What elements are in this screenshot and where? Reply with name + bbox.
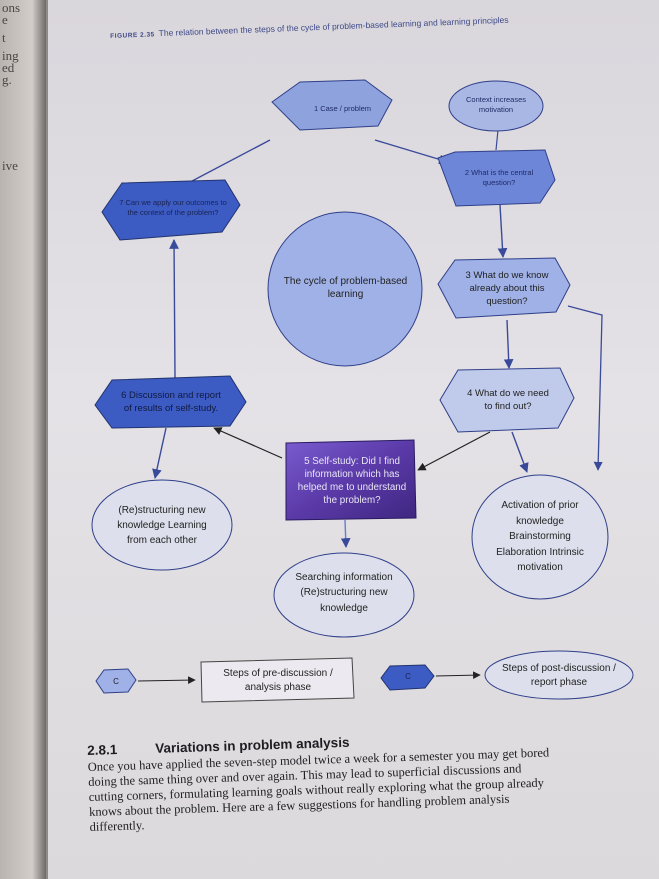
arrow-2-to-3 xyxy=(497,204,508,258)
arrow-3-to-activation xyxy=(567,305,603,471)
adjacent-page-text: g. xyxy=(2,72,12,87)
restructuring-ellipse xyxy=(91,479,233,571)
legend-pre-icon-label: C xyxy=(113,676,119,686)
activation-ellipse xyxy=(471,474,609,600)
step-7-label: 7 Can we apply our outcomes to the conte… xyxy=(119,198,227,217)
book-page xyxy=(48,0,659,879)
step-2-label: 2 What is the central question? xyxy=(464,168,534,187)
legend-post-label: Steps of post-discussion / report phase xyxy=(502,663,616,688)
legend-pre-box xyxy=(200,657,355,703)
context-label: Context increases motivation xyxy=(465,95,527,114)
searching-ellipse xyxy=(273,552,415,638)
step-2-hexagon xyxy=(437,149,556,207)
arrow-5-to-6 xyxy=(213,427,283,459)
arrow-6-to-7 xyxy=(169,239,179,379)
arrow-1-to-2 xyxy=(374,139,449,165)
line-2-to-context xyxy=(495,129,499,151)
cycle-center-label: The cycle of problem-based learning xyxy=(283,276,408,300)
legend-post-icon-label: C xyxy=(405,671,411,681)
step-3-label: 3 What do we know already about this que… xyxy=(465,269,549,307)
restructuring-label: (Re)structuring new knowledge Learning f… xyxy=(117,504,207,546)
step-6-label: 6 Discussion and report of results of se… xyxy=(121,390,221,414)
context-ellipse xyxy=(448,80,544,132)
adjacent-page-text: ed xyxy=(2,60,15,75)
arrow-4-to-5 xyxy=(417,431,491,471)
section-number: 2.8.1 xyxy=(87,742,118,758)
legend xyxy=(95,650,634,703)
step-5-label: 5 Self-study: Did I find information whi… xyxy=(297,456,407,506)
searching-label: Searching information (Re)structuring ne… xyxy=(295,571,393,614)
legend-pre-icon-hexagon xyxy=(95,668,137,694)
arrow-5-to-searching xyxy=(340,519,351,548)
legend-post-icon-hexagon xyxy=(380,664,435,691)
arrow-4-to-activation xyxy=(511,431,529,473)
step-5-box xyxy=(285,439,417,521)
step-4-label: 4 What do we need to find out? xyxy=(467,388,549,412)
adjacent-page-text: t xyxy=(2,30,6,45)
step-1-label: 1 Case / problem xyxy=(313,104,372,113)
step-6-hexagon xyxy=(94,375,247,429)
adjacent-page-text: ive xyxy=(2,158,18,173)
activation-label: Activation of prior knowledge Brainstorm… xyxy=(496,500,584,574)
adjacent-page-text: ons xyxy=(2,0,21,15)
adjacent-page-edge: ons e t ing ed g. ive xyxy=(0,0,46,879)
section-body: Once you have applied the seven-step mod… xyxy=(87,745,550,834)
legend-pre-label: Steps of pre-discussion / analysis phase xyxy=(223,668,333,693)
legend-post-ellipse xyxy=(484,650,634,700)
cycle-center-circle xyxy=(267,211,423,367)
adjacent-page-text: ing xyxy=(2,48,19,63)
step-3-hexagon xyxy=(437,257,571,319)
step-1-hexagon xyxy=(271,79,393,131)
step-7-hexagon xyxy=(101,179,241,241)
step-4-hexagon xyxy=(439,367,575,433)
arrow-6-to-restructuring xyxy=(152,427,167,479)
adjacent-page-text: e xyxy=(2,12,8,27)
arrow-3-to-4 xyxy=(503,319,514,369)
connector-lines xyxy=(152,129,603,548)
